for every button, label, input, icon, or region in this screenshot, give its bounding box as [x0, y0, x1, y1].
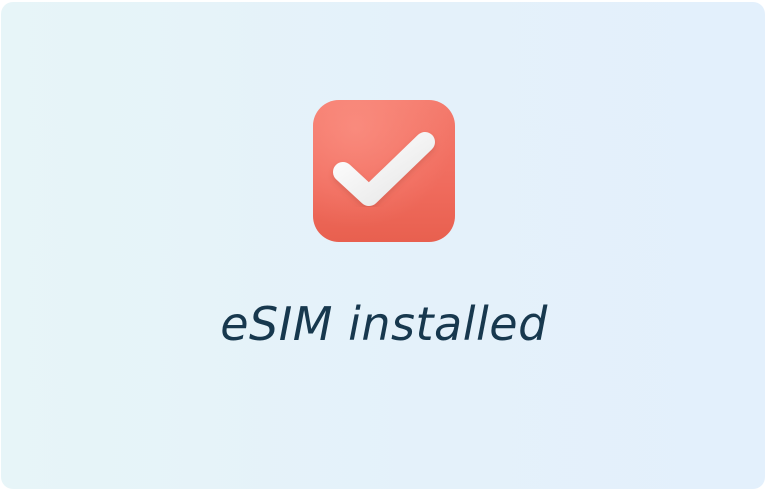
checkmark-badge-icon	[311, 98, 457, 244]
install-status-message: eSIM installed	[220, 297, 548, 351]
